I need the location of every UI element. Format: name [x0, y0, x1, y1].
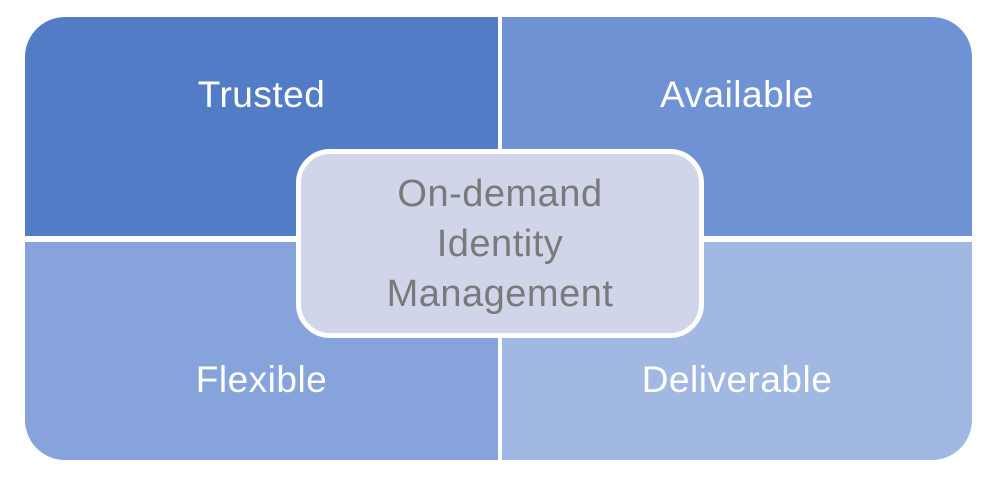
quadrant-flexible-label: Flexible	[195, 359, 328, 400]
quadrant-trusted: Trusted	[25, 17, 498, 236]
center-title-line-3: Management	[386, 272, 614, 315]
center-title-box: On-demand Identity Management	[296, 149, 704, 338]
quadrant-deliverable-label: Deliverable	[641, 359, 833, 400]
quadrant-available-label: Available	[660, 74, 814, 115]
quadrant-flexible: Flexible	[25, 242, 498, 460]
quadrant-trusted-label: Trusted	[197, 74, 326, 115]
center-title-line-1: On-demand	[397, 172, 603, 215]
center-title-line-2: Identity	[436, 222, 564, 265]
